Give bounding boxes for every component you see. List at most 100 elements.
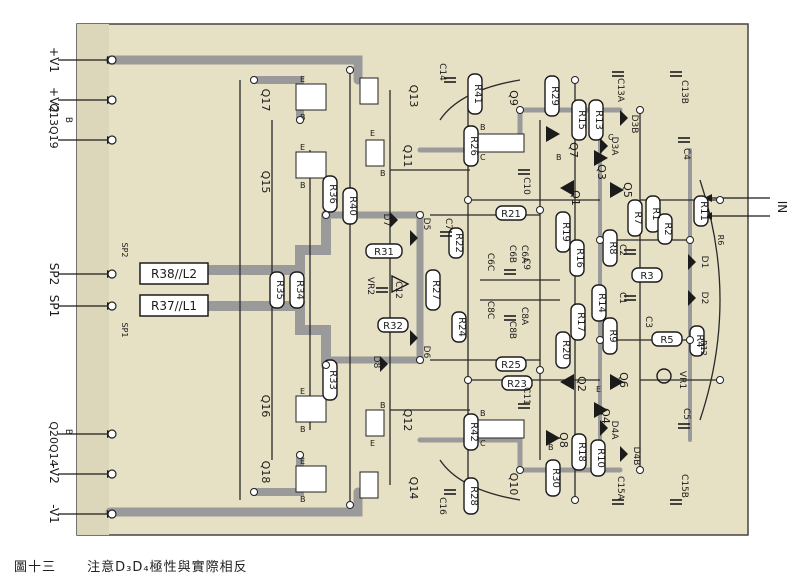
- caption-number: 圖十三: [14, 560, 57, 575]
- resistor-r1: R1: [650, 207, 661, 220]
- svg-text:E: E: [370, 439, 375, 448]
- resistor-labels: R41 R29 R15 R13 R26 R21 R22 R19 R8 R7 R1…: [274, 84, 725, 506]
- svg-text:B: B: [548, 443, 554, 452]
- resistor-r22: R22: [453, 233, 464, 253]
- resistor-r15: R15: [576, 110, 587, 130]
- transistor-symbols: [546, 126, 624, 446]
- capacitor-symbols: [376, 71, 690, 505]
- capacitor-c11: C11: [521, 387, 531, 405]
- transistor-q18: Q18: [259, 461, 272, 484]
- boxed-resistor-r38: R38//L2: [139, 262, 209, 285]
- diode-d8: D8: [371, 356, 381, 369]
- svg-text:E: E: [370, 129, 375, 138]
- svg-text:R37//L1: R37//L1: [151, 299, 197, 313]
- resistor-r20: R20: [560, 340, 571, 360]
- svg-text:B: B: [480, 123, 486, 132]
- capacitor-c5: C5: [681, 408, 691, 420]
- capacitor-c13b: C13B: [679, 80, 689, 104]
- svg-text:C: C: [480, 153, 486, 162]
- resistor-r3: R3: [640, 271, 653, 282]
- resistor-r11: R11: [698, 201, 709, 221]
- resistor-r16: R16: [574, 248, 585, 268]
- resistor-r2: R2: [662, 222, 673, 235]
- resistor-r8: R8: [607, 241, 618, 254]
- resistor-r6: R6: [716, 235, 725, 246]
- transistor-q12: Q12: [401, 409, 414, 432]
- resistor-r13: R13: [593, 110, 604, 130]
- transistor-q16: Q16: [259, 395, 272, 418]
- resistor-r14: R14: [596, 293, 607, 313]
- transistor-labels: Q17 Q13 Q11 Q15 Q9 Q16 Q12 Q18 Q14 Q10 Q…: [259, 85, 634, 500]
- label-minus-v1: -V1: [47, 504, 61, 523]
- transistor-q15: Q15: [259, 171, 272, 194]
- caption-text: 注意D₃D₄極性與實際相反: [87, 560, 248, 575]
- resistor-r24: R24: [456, 317, 467, 337]
- resistor-r27: R27: [430, 280, 441, 300]
- resistor-r42: R42: [468, 422, 479, 442]
- resistor-r9: R9: [607, 329, 618, 342]
- transistor-q5: Q5: [621, 182, 634, 198]
- resistor-r26: R26: [468, 136, 479, 156]
- capacitor-c10: C10: [521, 177, 531, 195]
- resistor-r25: R25: [501, 360, 521, 371]
- svg-text:E: E: [596, 385, 601, 394]
- vr1-symbol: [656, 368, 672, 384]
- label-sp1: SP1: [47, 295, 61, 318]
- resistor-r21: R21: [501, 209, 521, 220]
- svg-text:E: E: [300, 457, 305, 466]
- transistor-q2: Q2: [575, 376, 588, 392]
- capacitor-c7: C7: [443, 218, 453, 230]
- signal-traces: [239, 70, 721, 505]
- label-plus-v1-top: +V1: [47, 47, 61, 73]
- diode-d4b: D4B: [631, 447, 641, 466]
- label-minus-v2: -V2: [47, 464, 61, 483]
- capacitor-c6c: C6C: [485, 253, 495, 271]
- resistor-r17: R17: [575, 312, 586, 332]
- resistor-r34: R34: [294, 280, 305, 300]
- svg-text:E: E: [300, 75, 305, 84]
- capacitor-c8b: C8B: [507, 321, 517, 339]
- solder-pads: [250, 66, 724, 509]
- diode-d3a: D3A: [609, 137, 619, 157]
- resistor-r31: R31: [374, 247, 394, 258]
- transistor-q9: Q9: [507, 90, 520, 106]
- capacitor-c4: C4: [681, 148, 691, 160]
- transistor-q14: Q14: [407, 477, 420, 500]
- label-plus-v2: +V2: [47, 87, 61, 113]
- svg-text:B: B: [480, 409, 486, 418]
- resistor-r35: R35: [274, 280, 285, 300]
- diode-d7: D7: [381, 214, 391, 227]
- boxed-resistor-r37: R37//L1: [139, 294, 209, 317]
- transistor-q17: Q17: [259, 89, 272, 112]
- resistor-r30: R30: [550, 468, 561, 488]
- diode-d4a: D4A: [609, 421, 619, 441]
- diode-d1: D1: [699, 256, 709, 269]
- resistor-r12: R12: [699, 340, 708, 356]
- label-sp2: SP2: [47, 263, 61, 286]
- resistor-r23: R23: [507, 379, 527, 390]
- svg-text:R38//L2: R38//L2: [151, 267, 197, 281]
- resistor-r19: R19: [560, 222, 571, 242]
- pin-letters: EB EB EB BC EB EB BE BC BC EB: [300, 75, 614, 504]
- svg-text:B: B: [300, 495, 306, 504]
- variable-resistors: VR2 VR1: [365, 274, 687, 389]
- resistor-r40: R40: [347, 196, 358, 216]
- diode-d2: D2: [699, 292, 709, 305]
- capacitor-c13a: C13A: [615, 78, 625, 103]
- transistor-q3: Q3: [595, 164, 608, 180]
- label-in: IN: [775, 201, 789, 214]
- vr2-symbol: [391, 274, 410, 294]
- svg-text:C: C: [480, 439, 486, 448]
- diode-symbols: [380, 110, 696, 462]
- diode-labels: D3B D3A D7 D5 D1 D2 D6 D8 D4A D4B: [371, 115, 709, 466]
- transistor-q11: Q11: [401, 145, 414, 168]
- variable-resistor-vr2: VR2: [365, 277, 375, 295]
- side-label-sp2: SP2: [120, 243, 129, 258]
- variable-resistor-vr1: VR1: [677, 371, 687, 389]
- side-label-sp1: SP1: [120, 323, 129, 338]
- label-q20-q14-b: B: [63, 429, 73, 435]
- capacitor-c6a: C6A: [519, 245, 529, 264]
- capacitor-c9: C9: [521, 258, 531, 270]
- resistor-r36: R36: [327, 184, 338, 204]
- capacitor-c3: C3: [643, 316, 653, 328]
